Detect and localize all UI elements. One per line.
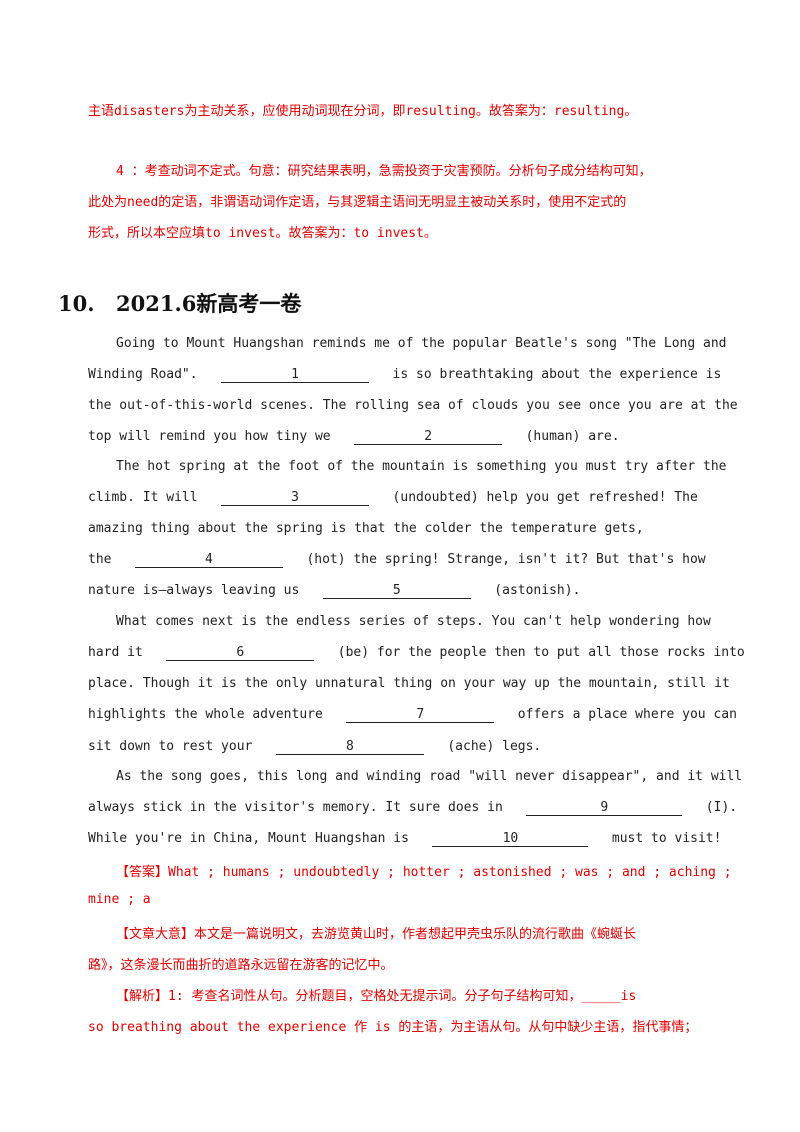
section-title: 2021.6新高考一卷 <box>116 291 302 316</box>
blank-2[interactable]: 2 <box>354 430 503 445</box>
passage-line: Winding Road". 1 is so breathtaking abou… <box>88 367 722 383</box>
passage-line: The hot spring at the foot of the mounta… <box>116 459 727 474</box>
summary-line: 路》，这条漫长而曲折的道路永远留在游客的记忆中。 <box>88 958 394 973</box>
passage-line: place. Though it is the only unnatural t… <box>88 676 730 691</box>
passage-line: nature is—always leaving us 5 (astonish)… <box>88 583 581 599</box>
answer-line: 【答案】What ; humans ; undoubtedly ; hotter… <box>116 865 732 880</box>
prev-analysis-item4-cont: 形式，所以本空应填to invest。故答案为：to invest。 <box>88 226 437 241</box>
passage-line: While you're in China, Mount Huangshan i… <box>88 831 722 847</box>
blank-10[interactable]: 10 <box>432 832 589 847</box>
passage-line: As the song goes, this long and winding … <box>116 769 743 784</box>
passage-line: highlights the whole adventure 7 offers … <box>88 707 737 723</box>
passage-line: sit down to rest your 8 (ache) legs. <box>88 739 542 755</box>
section-number: 10. <box>58 291 95 316</box>
prev-analysis-item4: 4 ：考查动词不定式。句意：研究结果表明，急需投资于灾害预防。分析句子成分结构可… <box>116 164 652 179</box>
summary-label: 【文章大意】 <box>116 927 195 942</box>
analysis-line: 【解析】1: 考查名词性从句。分析题目，空格处无提示词。分子句子结构可知，___… <box>116 989 637 1004</box>
passage-line: the 4 (hot) the spring! Strange, isn't i… <box>88 552 706 568</box>
blank-4[interactable]: 4 <box>134 553 283 568</box>
analysis-line: so breathing about the experience 作 is 的… <box>88 1020 698 1035</box>
passage-line: amazing thing about the spring is that t… <box>88 521 644 536</box>
blank-5[interactable]: 5 <box>322 584 471 599</box>
prev-analysis-item4-cont: 此处为need的定语，非谓语动词作定语，与其逻辑主语间无明显主被动关系时，使用不… <box>88 195 627 210</box>
answer-line: mine ; a <box>88 892 151 907</box>
blank-9[interactable]: 9 <box>526 801 683 816</box>
blank-1[interactable]: 1 <box>221 368 370 383</box>
passage-line: What comes next is the endless series of… <box>116 614 711 629</box>
blank-6[interactable]: 6 <box>166 646 315 661</box>
passage-line: hard it 6 (be) for the people then to pu… <box>88 645 745 661</box>
blank-7[interactable]: 7 <box>346 708 495 723</box>
analysis-label: 【解析】 <box>116 989 169 1004</box>
blank-8[interactable]: 8 <box>275 740 424 755</box>
answer-label: 【答案】 <box>116 865 169 880</box>
passage-line: the out-of-this-world scenes. The rollin… <box>88 398 738 413</box>
passage-line: top will remind you how tiny we 2 (human… <box>88 429 620 445</box>
prev-analysis-line: 主语disasters为主动关系，应使用动词现在分词，即resulting。故答… <box>88 104 638 119</box>
section-heading: 10. 2021.6新高考一卷 <box>58 288 301 318</box>
passage-line: always stick in the visitor's memory. It… <box>88 800 738 816</box>
passage-line: climb. It will 3 (undoubted) help you ge… <box>88 490 698 506</box>
blank-3[interactable]: 3 <box>221 491 370 506</box>
summary-line: 【文章大意】本文是一篇说明文，去游览黄山时，作者想起甲壳虫乐队的流行歌曲《蜿蜒长 <box>116 927 637 942</box>
passage-line: Going to Mount Huangshan reminds me of t… <box>116 336 727 351</box>
